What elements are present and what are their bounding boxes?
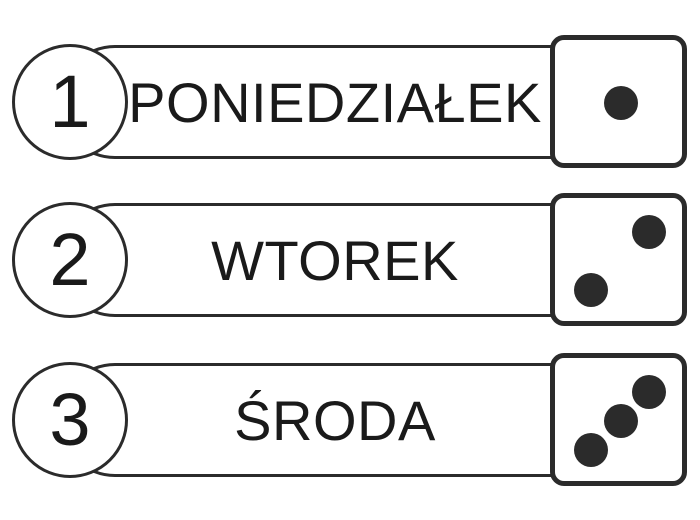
day-name-pill (58, 45, 618, 159)
day-label: PONIEDZIAŁEK (128, 70, 542, 134)
day-label-wrap: PONIEDZIAŁEK (120, 45, 550, 159)
die-pip-center (604, 85, 639, 120)
day-number: 3 (49, 378, 91, 461)
day-number-badge: 1 (12, 44, 128, 160)
day-name-pill (58, 363, 618, 477)
day-label: WTOREK (211, 228, 459, 292)
die-pip-top-right (631, 215, 666, 250)
die-pip-center (604, 403, 639, 438)
day-number-badge: 2 (12, 202, 128, 318)
day-name-pill (58, 203, 618, 317)
die-face-3 (550, 353, 687, 486)
day-row-wednesday: ŚRODA 3 (0, 353, 700, 486)
day-number-badge: 3 (12, 362, 128, 478)
die-pip-bottom-left (573, 273, 608, 308)
die-face-1 (550, 35, 687, 168)
day-number: 1 (49, 60, 91, 143)
day-row-tuesday: WTOREK 2 (0, 193, 700, 326)
die-pip-bottom-left (573, 433, 608, 468)
die-face-2 (550, 193, 687, 326)
die-pip-top-right (631, 375, 666, 410)
day-number: 2 (49, 218, 91, 301)
day-label-wrap: ŚRODA (120, 363, 550, 477)
day-label: ŚRODA (234, 388, 436, 452)
day-row-monday: PONIEDZIAŁEK 1 (0, 35, 700, 168)
day-label-wrap: WTOREK (120, 203, 550, 317)
